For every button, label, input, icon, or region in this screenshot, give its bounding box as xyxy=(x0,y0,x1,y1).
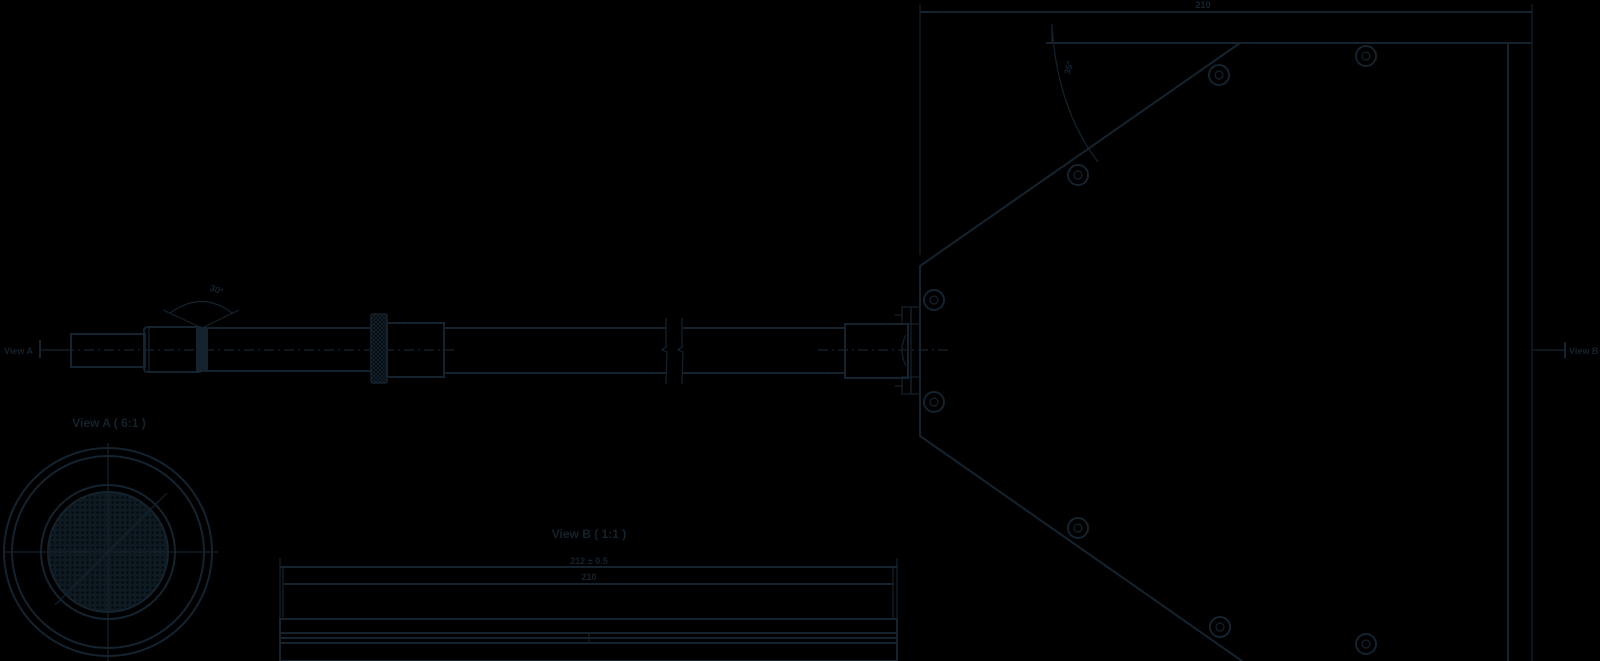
sensor-head xyxy=(143,326,201,373)
angle-leg-right xyxy=(201,309,240,329)
groove-ring xyxy=(196,327,208,372)
panel-edge-outline xyxy=(279,618,898,661)
screw xyxy=(1208,64,1230,86)
panel-angle-label: 35° xyxy=(1062,59,1075,75)
coupling-curve xyxy=(901,334,907,367)
view-a-end-view: View A ( 6:1 ) xyxy=(3,416,218,661)
screw xyxy=(923,289,945,311)
knurled-nut xyxy=(370,313,388,384)
view-b-dimension-outer: 212 ± 0.5 xyxy=(570,556,607,566)
angle-arc xyxy=(169,301,233,314)
screw xyxy=(923,391,945,413)
view-a-marker-label: View A xyxy=(4,346,34,356)
sleeve xyxy=(386,322,445,378)
diagonal-mark xyxy=(54,492,168,606)
view-b-marker-label: View B xyxy=(1569,346,1599,356)
view-b-panel-view: View B ( 1:1 ) 212 ± 0.5 210 xyxy=(279,527,898,661)
screw xyxy=(1355,45,1377,67)
screw xyxy=(1067,517,1089,539)
panel-outline xyxy=(919,42,1532,661)
panel-angle-arc xyxy=(1051,27,1099,163)
screw xyxy=(1355,633,1377,655)
angle-leg-left xyxy=(162,309,203,329)
view-a-title: View A ( 6:1 ) xyxy=(72,416,146,430)
panel-top-dimension: 210 xyxy=(1195,0,1210,10)
screw xyxy=(1209,616,1231,638)
coupling xyxy=(844,323,909,379)
screw xyxy=(1067,164,1089,186)
panel-side-view: 210 35° View B xyxy=(919,0,1599,661)
break-symbol xyxy=(660,318,684,385)
view-b-dimension-inner: 210 xyxy=(581,572,596,582)
view-b-title: View B ( 1:1 ) xyxy=(552,527,626,541)
shaft-angle-label: 30° xyxy=(209,283,226,297)
shaft-side-view: View A 30° xyxy=(4,283,950,395)
